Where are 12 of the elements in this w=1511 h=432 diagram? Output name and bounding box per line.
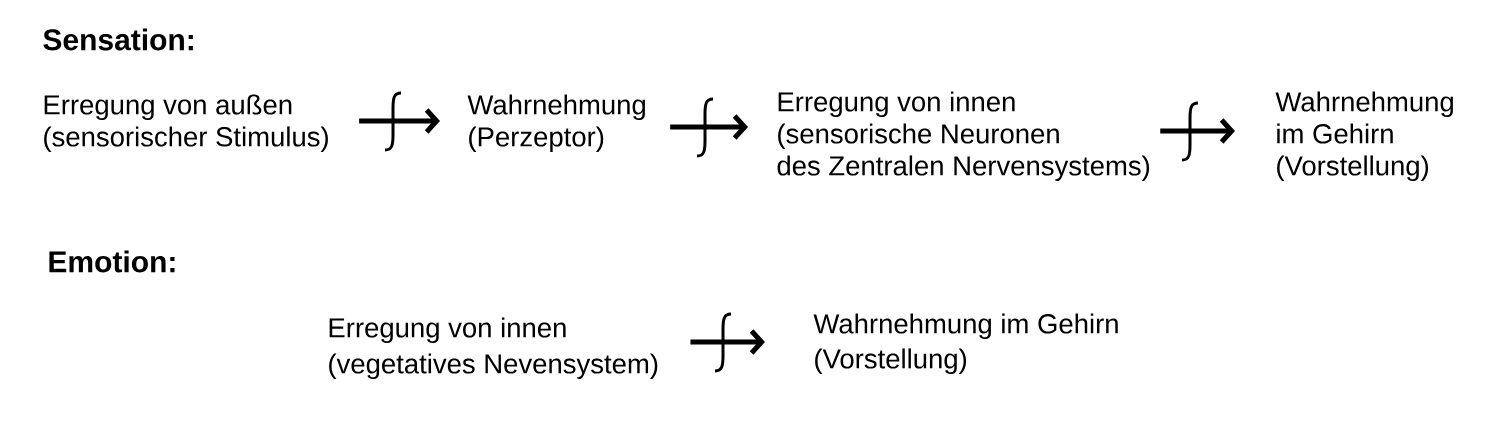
step-text: Erregung von innen (sensorische Neuronen des Zentralen Nervensystems) xyxy=(777,91,1150,182)
arrow xyxy=(359,91,440,152)
arrow xyxy=(670,97,748,158)
step-text: Wahrnehmung im Gehirn (Vorstellung) xyxy=(813,313,1118,374)
arrow xyxy=(1160,101,1235,162)
section-heading: Sensation: xyxy=(43,28,193,51)
section-heading: Emotion: xyxy=(49,250,175,273)
step-text: Erregung von außen (sensorischer Stimulus) xyxy=(44,94,328,153)
arrow xyxy=(690,312,765,373)
step-text: Erregung von innen (vegetatives Nevensystem) xyxy=(329,317,658,380)
step-text: Wahrnehmung im Gehirn (Vorstellung) xyxy=(1275,91,1453,182)
step-text: Wahrnehmung (Perzeptor) xyxy=(467,94,645,153)
